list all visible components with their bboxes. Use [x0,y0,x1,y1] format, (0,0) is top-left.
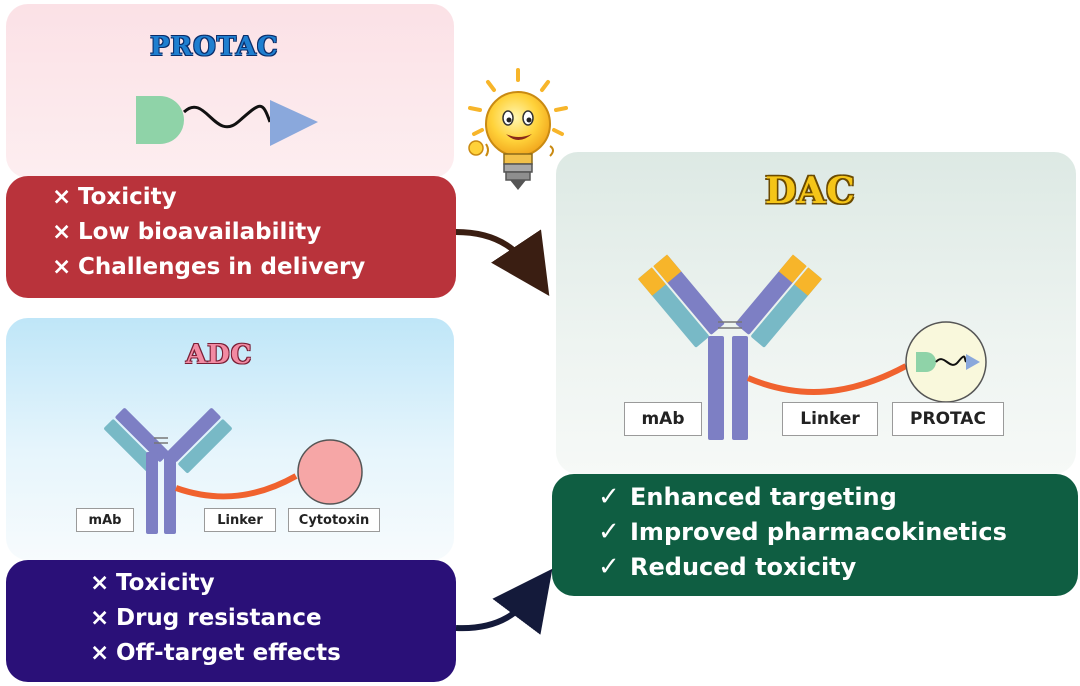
arrow-protac-to-dac-icon [455,229,550,296]
dac-linker-label: Linker [782,402,878,436]
advantage-text: Improved pharmacokinetics [630,518,1007,546]
list-item: ×Low bioavailability [52,215,365,250]
list-item: ✓ Improved pharmacokinetics [598,515,1007,550]
adc-limitations-list: ×Toxicity ×Drug resistance ×Off-target e… [90,566,341,671]
dac-advantages-list: ✓ Enhanced targeting ✓ Improved pharmacoki… [598,480,1007,585]
protac-panel [6,4,454,178]
check-icon: ✓ [598,482,620,512]
adc-limitations-box [6,560,456,682]
target-ligand-shape [270,100,318,146]
advantage-text: Reduced toxicity [630,553,857,581]
cross-icon: × [52,184,72,210]
cross-icon: × [90,570,110,596]
adc-mab-label: mAb [76,508,134,532]
cross-icon: × [90,640,110,666]
lightbulb-mascot-icon [468,68,568,190]
limitation-text: Toxicity [116,570,215,596]
list-item: ×Off-target effects [90,636,341,671]
list-item: ✓ Enhanced targeting [598,480,1007,515]
dac-linker-line [746,363,908,395]
limitation-text: Off-target effects [116,640,341,666]
protac-title: PROTAC [150,32,279,62]
limitation-text: Challenges in delivery [78,254,366,280]
cross-icon: × [90,605,110,631]
cross-icon: × [52,254,72,280]
protac-payload-icon [905,321,987,403]
adc-linker-label: Linker [204,508,276,532]
adc-title: ADC [186,340,253,370]
list-item: ×Toxicity [90,566,341,601]
advantage-text: Enhanced targeting [630,483,897,511]
limitation-text: Low bioavailability [78,219,322,245]
adc-linker-line [175,473,298,500]
limitation-text: Drug resistance [116,605,322,631]
dac-mab-label: mAb [624,402,702,436]
e3-ligand-shape [136,96,184,144]
adc-cytotoxin-label: Cytotoxin [288,508,380,532]
dac-antibody-icon [637,254,823,440]
dac-protac-label: PROTAC [892,402,1004,436]
cytotoxin-payload-icon [297,439,363,505]
arrow-adc-to-dac-icon [455,568,553,635]
list-item: ×Toxicity [52,180,365,215]
list-item: ✓ Reduced toxicity [598,550,1007,585]
dac-advantages-box [552,474,1078,596]
adc-antibody-icon [104,408,232,534]
cross-icon: × [52,219,72,245]
list-item: ×Challenges in delivery [52,250,365,285]
dac-title: DAC [765,170,856,212]
protac-limitations-box [6,176,456,298]
protac-linker-line [182,104,272,129]
check-icon: ✓ [598,517,620,547]
limitation-text: Toxicity [78,184,177,210]
list-item: ×Drug resistance [90,601,341,636]
protac-molecule-icon [136,96,318,146]
protac-limitations-list: ×Toxicity ×Low bioavailability ×Challeng… [52,180,365,285]
check-icon: ✓ [598,552,620,582]
